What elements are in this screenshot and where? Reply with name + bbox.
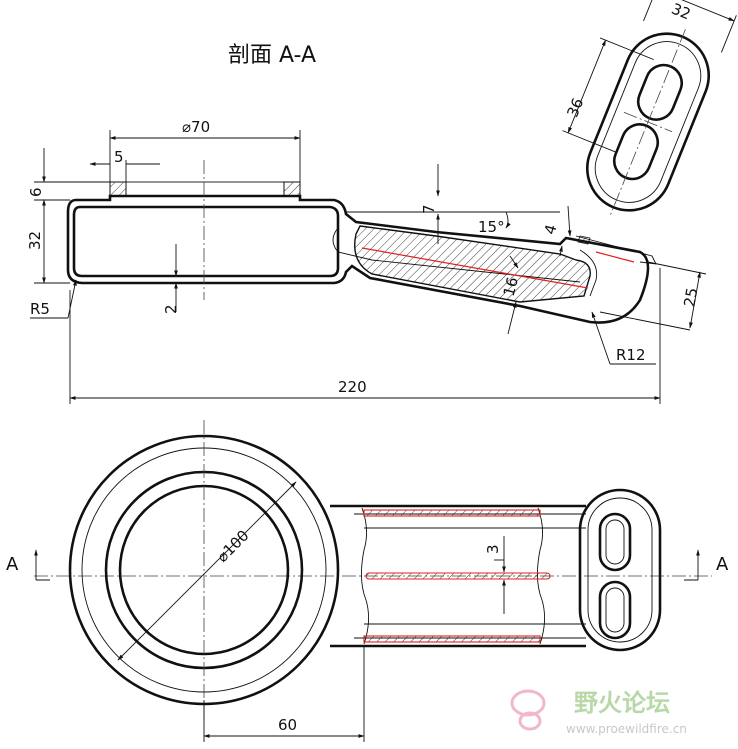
section-mark-left: A: [6, 550, 50, 581]
dim-32-left: 32: [26, 231, 44, 250]
svg-text:A: A: [716, 554, 729, 575]
dim-dia70: ⌀70: [182, 118, 210, 136]
end-oval-outer: [578, 488, 662, 652]
dim-r12: R12: [616, 346, 646, 364]
top-flange: [109, 181, 301, 197]
dim-7: 7: [420, 204, 438, 214]
watermark-url: www.proewildfire.cn: [566, 722, 687, 736]
dim-3: 3: [484, 544, 502, 554]
dim-6: 6: [27, 187, 45, 197]
dim-2: 2: [162, 304, 180, 314]
dim-15deg: 15°: [478, 218, 505, 236]
dim-36: 36: [563, 95, 587, 119]
rib-bottom: [363, 635, 541, 643]
butterfly-logo-icon: [510, 689, 546, 731]
cup-body-outline: [66, 194, 650, 324]
section-mark-right: A: [684, 550, 729, 581]
end-view: [562, 0, 737, 215]
dim-60: 60: [278, 716, 297, 734]
dim-dia100: ⌀100: [213, 526, 252, 565]
dim-32-top: 32: [669, 0, 693, 23]
top-view: ⌀100 3 60: [34, 420, 712, 742]
arm-section-hatched: [354, 225, 591, 303]
section-view: ⌀70 5 6 32 R5 2 7 15° 16: [26, 118, 707, 404]
svg-text:A: A: [6, 554, 19, 575]
dim-4: 4: [541, 223, 561, 237]
dim-220: 220: [338, 378, 367, 396]
section-title: 剖面 A-A: [228, 43, 316, 68]
dim-5: 5: [114, 148, 124, 166]
right-flange: [575, 235, 657, 265]
rib-top: [363, 509, 541, 517]
dim-r5: R5: [30, 300, 50, 318]
watermark-title: 野火论坛: [574, 689, 670, 717]
forum-watermark: 野火论坛 www.proewildfire.cn: [504, 681, 724, 741]
dim-16: 16: [500, 275, 522, 298]
dim-25: 25: [680, 286, 701, 308]
arm-outline: [330, 504, 586, 648]
cup-inner-outline: [72, 205, 340, 278]
